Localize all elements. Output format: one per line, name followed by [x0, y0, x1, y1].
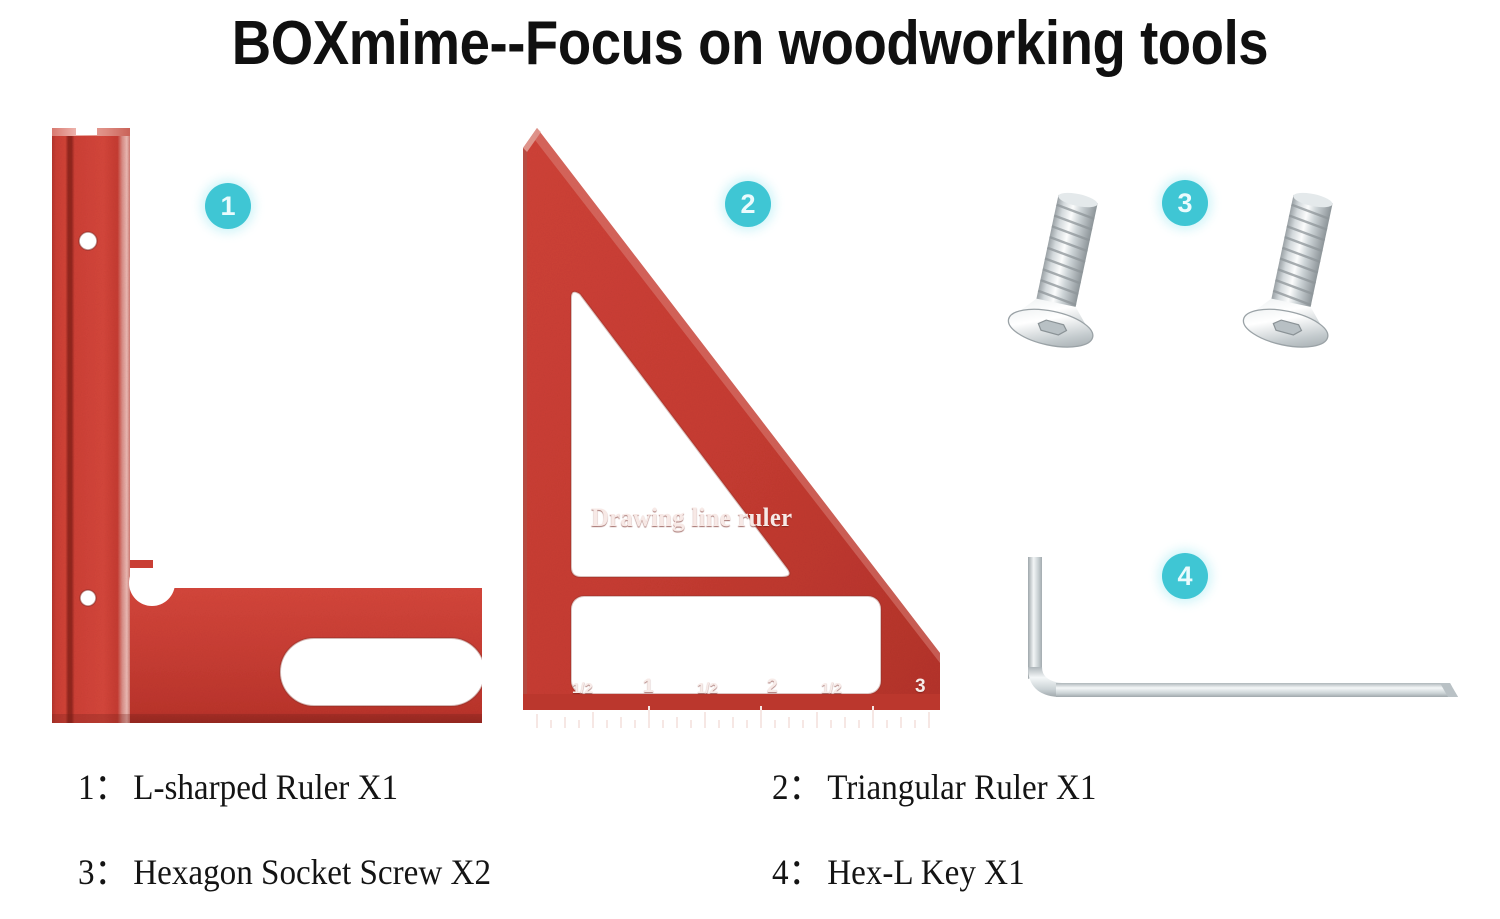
badge-4[interactable]: 4 [1162, 553, 1208, 599]
product-l-shaped-ruler [52, 128, 486, 723]
product-legend: 1：L-sharped Ruler X1 2：Triangular Ruler … [0, 748, 1500, 918]
legend-item-2-number: 2： [772, 767, 822, 807]
scale-label-1: 1 [643, 676, 654, 697]
badge-3[interactable]: 3 [1162, 180, 1208, 226]
product-image-stage: Drawing line ruler 1/2 1 1/2 2 1/2 3 [52, 128, 1465, 728]
legend-item-4-label: Hex-L Key X1 [827, 852, 1025, 892]
scale-label-3: 3 [915, 676, 926, 697]
legend-item-3-label: Hexagon Socket Screw X2 [133, 852, 492, 892]
product-hexagon-socket-screw-2 [1240, 190, 1360, 360]
l-ruler-graphic [52, 128, 486, 723]
ruler-ticks [536, 706, 930, 728]
legend-item-1-label: L-sharped Ruler X1 [133, 767, 399, 807]
legend-item-4-number: 4： [772, 852, 822, 892]
legend-item-1-number: 1： [78, 767, 128, 807]
engraving-text: Drawing line ruler [591, 503, 793, 532]
screw-graphic [1242, 192, 1333, 348]
badge-2[interactable]: 2 [725, 181, 771, 227]
legend-item-3-number: 3： [78, 852, 128, 892]
triangular-ruler-engraving: Drawing line ruler [591, 503, 792, 533]
screw-graphic [1007, 192, 1098, 348]
triangular-ruler-graphic [523, 128, 940, 728]
scale-label-half-3: 1/2 [821, 680, 842, 697]
scale-label-half-1: 1/2 [572, 680, 593, 697]
legend-item-4: 4：Hex-L Key X1 [772, 843, 1025, 895]
badge-1[interactable]: 1 [205, 183, 251, 229]
legend-item-2: 2：Triangular Ruler X1 [772, 758, 1096, 810]
page-title: BOXmime--Focus on woodworking tools [231, 9, 1269, 78]
product-hexagon-socket-screw-1 [1005, 190, 1125, 360]
legend-item-3: 3：Hexagon Socket Screw X2 [78, 843, 491, 895]
legend-item-1: 1：L-sharped Ruler X1 [78, 758, 398, 810]
product-triangular-ruler: Drawing line ruler 1/2 1 1/2 2 1/2 3 [515, 128, 940, 728]
legend-item-2-label: Triangular Ruler X1 [827, 767, 1097, 807]
scale-label-2: 2 [767, 676, 778, 697]
ruler-scale-labels: 1/2 1 1/2 2 1/2 3 [515, 676, 940, 702]
scale-label-half-2: 1/2 [697, 680, 718, 697]
hex-key-graphic [1028, 557, 1458, 697]
product-hex-l-key [1010, 555, 1465, 720]
